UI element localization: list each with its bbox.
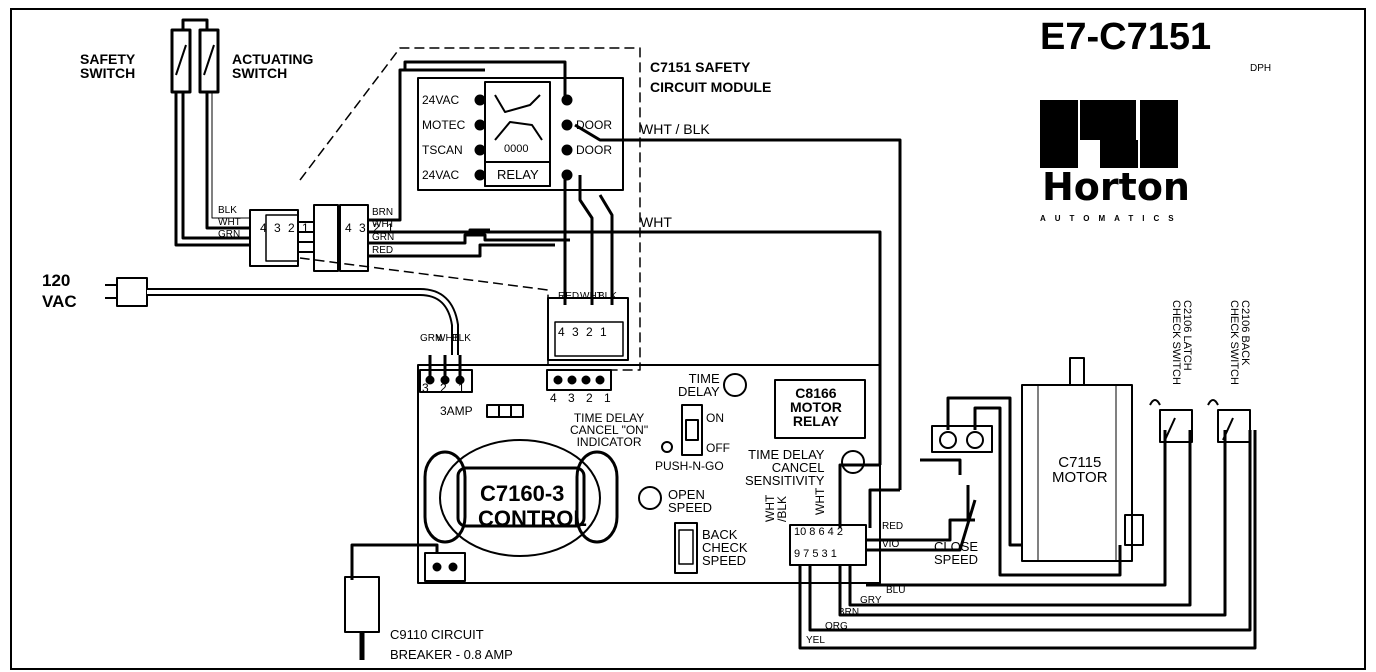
relay-coil: 0000 (504, 143, 529, 155)
wire-brn: BRN (372, 207, 394, 218)
sensitivity-label: TIME DELAY CANCEL SENSITIVITY (745, 447, 825, 488)
terminal-door-1: DOOR (576, 118, 612, 132)
latch-check-switch (1159, 409, 1193, 443)
power-label-1: 120 (42, 271, 71, 290)
control-board (417, 364, 881, 584)
time-delay-label: TIME DELAY (678, 371, 720, 399)
power-terminal-pins: 3 2 1 (422, 381, 469, 395)
wire-blk-bottom: BLK (598, 291, 617, 302)
switch-off-label: OFF (706, 441, 730, 455)
actuating-switch (198, 28, 220, 94)
control-name-1: C7160-3 (480, 481, 565, 506)
mod-connector-pins: 4 3 2 1 (345, 221, 396, 235)
wire-blk-ctrl: BLK (452, 333, 471, 344)
motor-relay-label: C8166 MOTOR RELAY (790, 385, 842, 429)
transformer-outline (439, 439, 601, 557)
relay-label: RELAY (497, 167, 539, 182)
wire-red-bottom: RED (558, 291, 580, 302)
motor-label: C7115 MOTOR (1052, 454, 1108, 486)
safety-module-body (417, 77, 624, 191)
module-connector-plug (313, 204, 339, 272)
back-check-switch (1217, 409, 1251, 443)
time-delay-pot[interactable] (723, 373, 747, 397)
wire-wht-mod: WHT (372, 219, 395, 230)
back-check-speed-label: BACK CHECK SPEED (702, 527, 748, 568)
pins-top-row: 10 8 6 4 2 (794, 526, 843, 538)
terminal-tscan: TSCAN (422, 143, 463, 157)
wire-red-ctrl: RED (882, 521, 904, 532)
wire-blu: BLU (886, 585, 906, 596)
diagram-frame (10, 8, 1366, 670)
control-name-2: CONTROL (478, 506, 587, 531)
pins-bottom-row: 9 7 5 3 1 (794, 548, 837, 560)
sensitivity-pot[interactable] (841, 450, 865, 474)
diagram-title: E7-C7151 (1040, 16, 1212, 58)
wire-brn-ctrl: BRN (838, 607, 860, 618)
wire-wht-ctrl-2: WHT (813, 487, 827, 515)
terminal-24vac-top: 24VAC (422, 93, 460, 107)
power-plug (116, 277, 148, 307)
actuating-switch-label: ACTUATING SWITCH (232, 51, 314, 81)
power-label-2: VAC (42, 292, 77, 311)
motor-relay-box (774, 379, 866, 439)
module-title-1: C7151 SAFETY (650, 59, 751, 75)
wire-grn-mod: GRN (372, 232, 395, 243)
switch-connector (249, 209, 299, 267)
terminal-door-2: DOOR (576, 143, 612, 157)
breaker-label-1: C9110 CIRCUIT (390, 627, 484, 642)
module-bottom-connector (547, 297, 629, 361)
diagram-code: DPH (1250, 63, 1272, 74)
back-check-label: C2106 BACK CHECK SWITCH (1228, 300, 1251, 385)
logo-brand: Horton (1040, 165, 1192, 209)
close-speed-label: CLOSE SPEED (934, 539, 979, 567)
wire-org: ORG (825, 621, 848, 632)
logo-tagline: AUTOMATICS (1040, 214, 1183, 223)
terminal-24vac-bottom: 24VAC (422, 168, 460, 182)
safety-switch (170, 28, 192, 94)
wire-gry: GRY (860, 595, 882, 606)
wire-grn-left: GRN (218, 229, 241, 240)
push-n-go-label: PUSH-N-GO (655, 459, 724, 473)
wire-wht-blk: WHT / BLK (640, 121, 710, 137)
wire-wht-bottom: WHT (580, 291, 603, 302)
left-connector-pins: 4 3 2 1 (260, 221, 311, 235)
latch-check-label: C2106 LATCH CHECK SWITCH (1170, 300, 1193, 385)
module-title-2: CIRCUIT MODULE (650, 79, 772, 95)
wire-wht-long: WHT (640, 214, 672, 230)
circuit-breaker (344, 576, 380, 633)
bottom-connector-pins: 4 3 2 1 (558, 325, 609, 339)
terminal-motec: MOTEC (422, 118, 466, 132)
switch-on-label: ON (706, 411, 724, 425)
wire-wht-blk-ctrl: WHT /BLK (763, 494, 789, 522)
header-pins: 4 3 2 1 (550, 391, 615, 405)
open-speed-label: OPEN SPEED (668, 487, 713, 515)
breaker-label-2: BREAKER - 0.8 AMP (390, 647, 513, 662)
wire-wht-left: WHT (218, 217, 241, 228)
wire-blk-left: BLK (218, 205, 237, 216)
wire-wht-ctrl: WHT (436, 333, 459, 344)
safety-switch-label: SAFETY SWITCH (80, 51, 136, 81)
fuse-label: 3AMP (440, 404, 473, 418)
wire-yel: YEL (806, 635, 825, 646)
wire-red-mod: RED (372, 245, 394, 256)
indicator-label: TIME DELAY CANCEL "ON" INDICATOR (570, 411, 649, 449)
wire-grn-ctrl: GRN (420, 333, 443, 344)
wire-vio: VIO (882, 539, 900, 550)
open-speed-pot[interactable] (638, 486, 662, 510)
